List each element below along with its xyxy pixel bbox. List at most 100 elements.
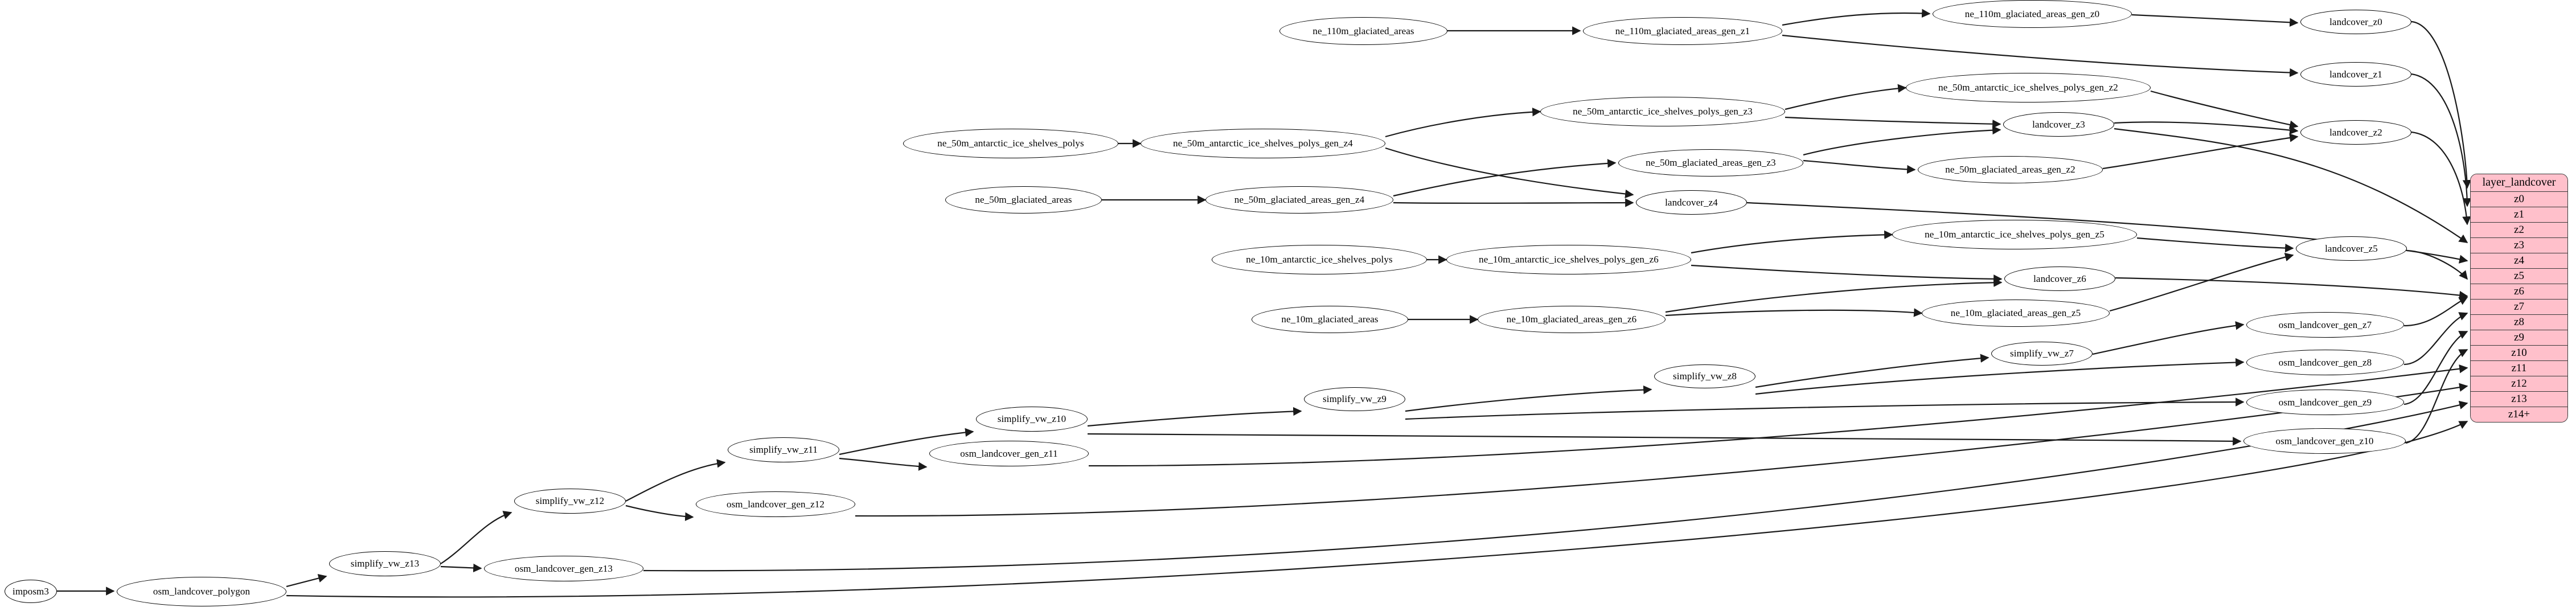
node-label: landcover_z3 — [2032, 118, 2085, 130]
node-label: ne_10m_glaciated_areas_gen_z5 — [1950, 307, 2081, 318]
node-ne-50m-antarctic-ice-shelves-polys-gen-z2[interactable]: ne_50m_antarctic_ice_shelves_polys_gen_z… — [1906, 73, 2151, 102]
node-ne-50m-antarctic-ice-shelves-polys[interactable]: ne_50m_antarctic_ice_shelves_polys — [903, 129, 1118, 158]
node-label: simplify_vw_z11 — [749, 444, 818, 455]
node-label: ne_10m_antarctic_ice_shelves_polys_gen_z… — [1479, 254, 1659, 265]
node-ne-10m-antarctic-ice-shelves-polys[interactable]: ne_10m_antarctic_ice_shelves_polys — [1212, 245, 1427, 274]
node-ne-50m-glaciated-areas[interactable]: ne_50m_glaciated_areas — [945, 186, 1102, 214]
node-label: ne_50m_glaciated_areas_gen_z4 — [1234, 194, 1365, 205]
node-label: simplify_vw_z10 — [997, 413, 1067, 424]
node-ne-50m-glaciated-areas-gen-z2[interactable]: ne_50m_glaciated_areas_gen_z2 — [1918, 156, 2103, 183]
node-ne-110m-glaciated-areas-gen-z0[interactable]: ne_110m_glaciated_areas_gen_z0 — [1933, 0, 2132, 28]
node-osm-landcover-gen-z7[interactable]: osm_landcover_gen_z7 — [2246, 312, 2404, 338]
node-label: simplify_vw_z8 — [1673, 371, 1737, 382]
table-row[interactable]: z1 — [2471, 207, 2567, 223]
node-label: landcover_z4 — [1665, 196, 1718, 208]
node-label: ne_10m_antarctic_ice_shelves_polys — [1246, 254, 1393, 265]
node-landcover-z1[interactable]: landcover_z1 — [2300, 62, 2411, 87]
node-label: ne_10m_antarctic_ice_shelves_polys_gen_z… — [1925, 229, 2105, 240]
node-label: ne_110m_glaciated_areas_gen_z1 — [1615, 25, 1750, 36]
node-osm-landcover-gen-z11[interactable]: osm_landcover_gen_z11 — [929, 441, 1089, 466]
node-label: simplify_vw_z9 — [1323, 393, 1387, 404]
node-label: ne_10m_glaciated_areas_gen_z6 — [1506, 314, 1637, 325]
node-osm-landcover-gen-z8[interactable]: osm_landcover_gen_z8 — [2246, 350, 2404, 375]
node-simplify-vw-z11[interactable]: simplify_vw_z11 — [728, 437, 839, 462]
node-label: ne_50m_antarctic_ice_shelves_polys_gen_z… — [1173, 138, 1353, 149]
table-row[interactable]: z8 — [2471, 315, 2567, 330]
table-rows: z0 z1 z2 z3 z4 z5 z6 z7 z8 z9 z10 z11 z1… — [2471, 192, 2567, 422]
node-label: osm_landcover_gen_z12 — [726, 498, 825, 510]
node-landcover-z2[interactable]: landcover_z2 — [2300, 120, 2411, 145]
node-label: ne_50m_antarctic_ice_shelves_polys — [937, 138, 1084, 149]
table-row[interactable]: z0 — [2471, 192, 2567, 207]
table-row[interactable]: z13 — [2471, 392, 2567, 407]
node-label: ne_110m_glaciated_areas — [1312, 25, 1414, 36]
node-osm-landcover-gen-z13[interactable]: osm_landcover_gen_z13 — [484, 556, 643, 581]
node-label: ne_50m_glaciated_areas_gen_z3 — [1646, 157, 1776, 168]
node-landcover-z6[interactable]: landcover_z6 — [2004, 266, 2115, 291]
table-row[interactable]: z5 — [2471, 269, 2567, 284]
node-label: imposm3 — [13, 585, 49, 597]
node-label: landcover_z6 — [2033, 273, 2086, 284]
node-osm-landcover-gen-z10[interactable]: osm_landcover_gen_z10 — [2243, 428, 2406, 454]
node-ne-50m-glaciated-areas-gen-z4[interactable]: ne_50m_glaciated_areas_gen_z4 — [1205, 186, 1393, 214]
node-ne-50m-glaciated-areas-gen-z3[interactable]: ne_50m_glaciated_areas_gen_z3 — [1618, 149, 1803, 177]
node-label: osm_landcover_gen_z11 — [960, 448, 1058, 459]
node-simplify-vw-z9[interactable]: simplify_vw_z9 — [1304, 387, 1405, 411]
node-ne-10m-glaciated-areas-gen-z6[interactable]: ne_10m_glaciated_areas_gen_z6 — [1478, 306, 1666, 333]
node-label: osm_landcover_gen_z7 — [2278, 319, 2372, 330]
node-label: simplify_vw_z12 — [535, 495, 605, 506]
node-label: simplify_vw_z7 — [2010, 348, 2074, 359]
node-landcover-z4[interactable]: landcover_z4 — [1636, 190, 1747, 215]
node-label: landcover_z2 — [2329, 126, 2382, 138]
node-ne-10m-antarctic-ice-shelves-polys-gen-z6[interactable]: ne_10m_antarctic_ice_shelves_polys_gen_z… — [1446, 245, 1691, 274]
node-label: ne_50m_glaciated_areas — [975, 194, 1072, 205]
node-label: landcover_z5 — [2325, 243, 2378, 254]
node-simplify-vw-z7[interactable]: simplify_vw_z7 — [1991, 342, 2093, 366]
node-label: landcover_z1 — [2329, 68, 2382, 80]
table-row[interactable]: z10 — [2471, 346, 2567, 361]
table-row[interactable]: z6 — [2471, 284, 2567, 300]
node-osm-landcover-gen-z9[interactable]: osm_landcover_gen_z9 — [2246, 389, 2404, 415]
node-simplify-vw-z13[interactable]: simplify_vw_z13 — [329, 551, 441, 576]
node-label: ne_50m_antarctic_ice_shelves_polys_gen_z… — [1938, 82, 2118, 93]
table-row[interactable]: z14+ — [2471, 407, 2567, 422]
node-ne-10m-glaciated-areas[interactable]: ne_10m_glaciated_areas — [1252, 306, 1408, 333]
node-ne-10m-antarctic-ice-shelves-polys-gen-z5[interactable]: ne_10m_antarctic_ice_shelves_polys_gen_z… — [1892, 220, 2137, 249]
table-row[interactable]: z3 — [2471, 238, 2567, 253]
node-simplify-vw-z8[interactable]: simplify_vw_z8 — [1654, 364, 1755, 388]
table-title: layer_landcover — [2471, 174, 2567, 192]
node-osm-landcover-gen-z12[interactable]: osm_landcover_gen_z12 — [696, 491, 855, 517]
node-landcover-z5[interactable]: landcover_z5 — [2296, 236, 2407, 261]
node-label: osm_landcover_gen_z8 — [2278, 356, 2372, 368]
table-row[interactable]: z7 — [2471, 300, 2567, 315]
node-simplify-vw-z12[interactable]: simplify_vw_z12 — [514, 489, 626, 514]
node-landcover-z0[interactable]: landcover_z0 — [2300, 10, 2411, 34]
node-ne-110m-glaciated-areas[interactable]: ne_110m_glaciated_areas — [1279, 17, 1447, 45]
table-row[interactable]: z4 — [2471, 253, 2567, 269]
table-row[interactable]: z9 — [2471, 330, 2567, 346]
table-node-layer-landcover[interactable]: layer_landcover z0 z1 z2 z3 z4 z5 z6 z7 … — [2470, 174, 2568, 423]
node-osm-landcover-polygon[interactable]: osm_landcover_polygon — [117, 577, 286, 606]
node-label: ne_110m_glaciated_areas_gen_z0 — [1964, 8, 2100, 19]
node-label: ne_50m_antarctic_ice_shelves_polys_gen_z… — [1573, 106, 1753, 117]
edge-paths — [57, 9, 2472, 598]
table-row[interactable]: z11 — [2471, 361, 2567, 376]
node-imposm3[interactable]: imposm3 — [5, 580, 57, 603]
node-label: osm_landcover_polygon — [153, 586, 251, 597]
node-ne-10m-glaciated-areas-gen-z5[interactable]: ne_10m_glaciated_areas_gen_z5 — [1922, 300, 2110, 327]
node-label: ne_10m_glaciated_areas — [1281, 314, 1379, 325]
node-label: ne_50m_glaciated_areas_gen_z2 — [1945, 164, 2075, 175]
node-ne-50m-antarctic-ice-shelves-polys-gen-z4[interactable]: ne_50m_antarctic_ice_shelves_polys_gen_z… — [1141, 129, 1385, 158]
node-label: osm_landcover_gen_z10 — [2275, 435, 2374, 446]
node-label: osm_landcover_gen_z13 — [514, 563, 613, 574]
node-label: osm_landcover_gen_z9 — [2278, 396, 2372, 408]
table-row[interactable]: z2 — [2471, 223, 2567, 238]
node-label: simplify_vw_z13 — [350, 558, 420, 569]
node-ne-50m-antarctic-ice-shelves-polys-gen-z3[interactable]: ne_50m_antarctic_ice_shelves_polys_gen_z… — [1540, 97, 1785, 126]
node-landcover-z3[interactable]: landcover_z3 — [2003, 112, 2114, 137]
node-ne-110m-glaciated-areas-gen-z1[interactable]: ne_110m_glaciated_areas_gen_z1 — [1583, 17, 1782, 45]
node-simplify-vw-z10[interactable]: simplify_vw_z10 — [976, 407, 1088, 432]
table-row[interactable]: z12 — [2471, 376, 2567, 392]
